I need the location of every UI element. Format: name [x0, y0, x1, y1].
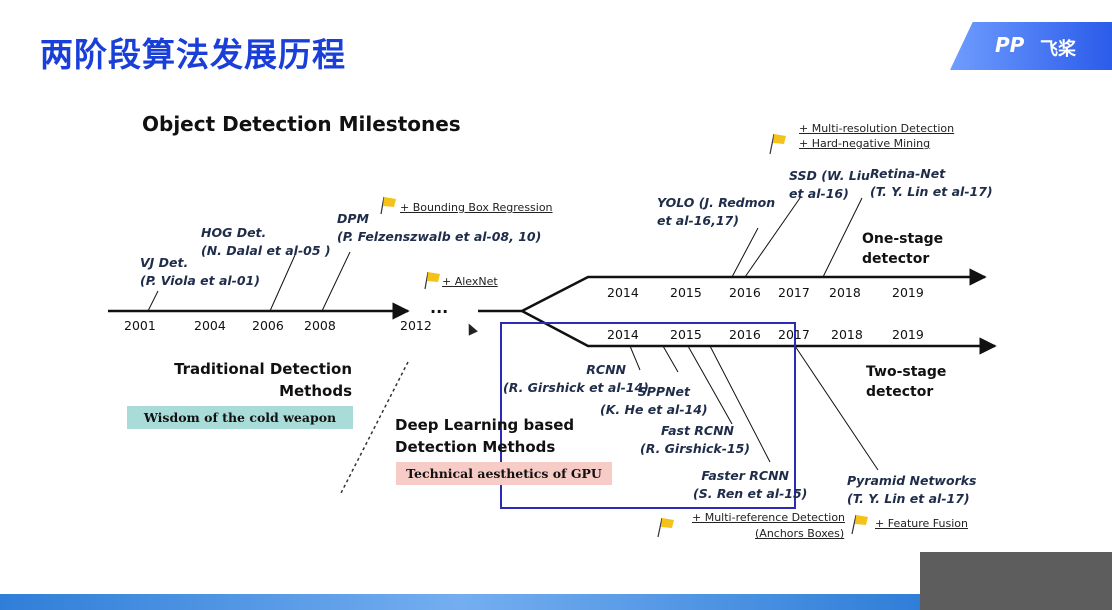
milestone-sppnet: SPPNet(K. He et al-14) — [600, 384, 708, 417]
year-label: 2015 — [670, 285, 702, 300]
note-hardneg: + Hard-negative Mining — [799, 137, 931, 150]
flag-icon — [851, 514, 868, 535]
flag-icon — [380, 196, 396, 215]
era-separator — [339, 361, 409, 496]
milestone-retina: Retina-Net(T. Y. Lin et al-17) — [870, 166, 993, 199]
milestone-hog: HOG Det.(N. Dalal et al-05 ) — [201, 225, 331, 258]
year-label: 2006 — [252, 318, 284, 333]
milestone-vj: VJ Det.(P. Viola et al-01) — [140, 255, 260, 288]
year-label: 2018 — [829, 285, 861, 300]
note-alexnet: + AlexNet — [442, 275, 498, 288]
paddle-logo — [950, 22, 1112, 70]
note-multiref: + Multi-reference Detection — [692, 511, 846, 524]
milestone-faster-rcnn: Faster RCNN(S. Ren et al-15) — [693, 468, 808, 501]
branch-upper — [521, 268, 987, 313]
milestone-fpn: Pyramid Networks(T. Y. Lin et al-17) — [847, 473, 977, 506]
tag-cold-weapon: Wisdom of the cold weapon — [127, 406, 353, 429]
year-label: 2015 — [670, 327, 702, 342]
year-label: 2014 — [607, 285, 639, 300]
year-label: 2008 — [304, 318, 336, 333]
paddle-logo-mark: PP — [995, 33, 1025, 57]
year-label: 2018 — [831, 327, 863, 342]
year-label: 2016 — [729, 327, 761, 342]
year-label: 2012 — [400, 318, 432, 333]
year-label: 2019 — [892, 285, 924, 300]
flag-icon — [769, 133, 786, 155]
year-label: 2004 — [194, 318, 226, 333]
note-fusion: + Feature Fusion — [875, 517, 968, 530]
year-label: 2014 — [607, 327, 639, 342]
year-label: 2019 — [892, 327, 924, 342]
two-stage-highlight-box — [500, 322, 796, 509]
diagram-heading: Object Detection Milestones — [142, 112, 461, 136]
year-label: 2017 — [778, 285, 810, 300]
milestone-rcnn: RCNN(R. Girshick et al-14) — [503, 362, 649, 395]
page-title: 两阶段算法发展历程 — [40, 35, 346, 74]
year-label: 2016 — [729, 285, 761, 300]
year-label: 2001 — [124, 318, 156, 333]
ellipsis: ... — [430, 298, 449, 317]
milestone-fast-rcnn: Fast RCNN(R. Girshick-15) — [640, 423, 751, 456]
flag-icon — [424, 271, 440, 290]
taskbar — [0, 594, 920, 610]
milestone-dpm: DPM(P. Felzenszwalb et al-08, 10) — [337, 211, 542, 244]
note-multires: + Multi-resolution Detection — [799, 122, 955, 135]
flag-icon — [657, 517, 674, 538]
note-anchors: (Anchors Boxes) — [755, 527, 845, 540]
note-bounding-box: + Bounding Box Regression — [400, 201, 553, 214]
year-label: 2017 — [778, 327, 810, 342]
webcam-overlay — [920, 552, 1112, 610]
paddle-logo-text: 飞桨 — [1040, 39, 1076, 60]
tag-gpu: Technical aesthetics of GPU — [396, 462, 612, 485]
